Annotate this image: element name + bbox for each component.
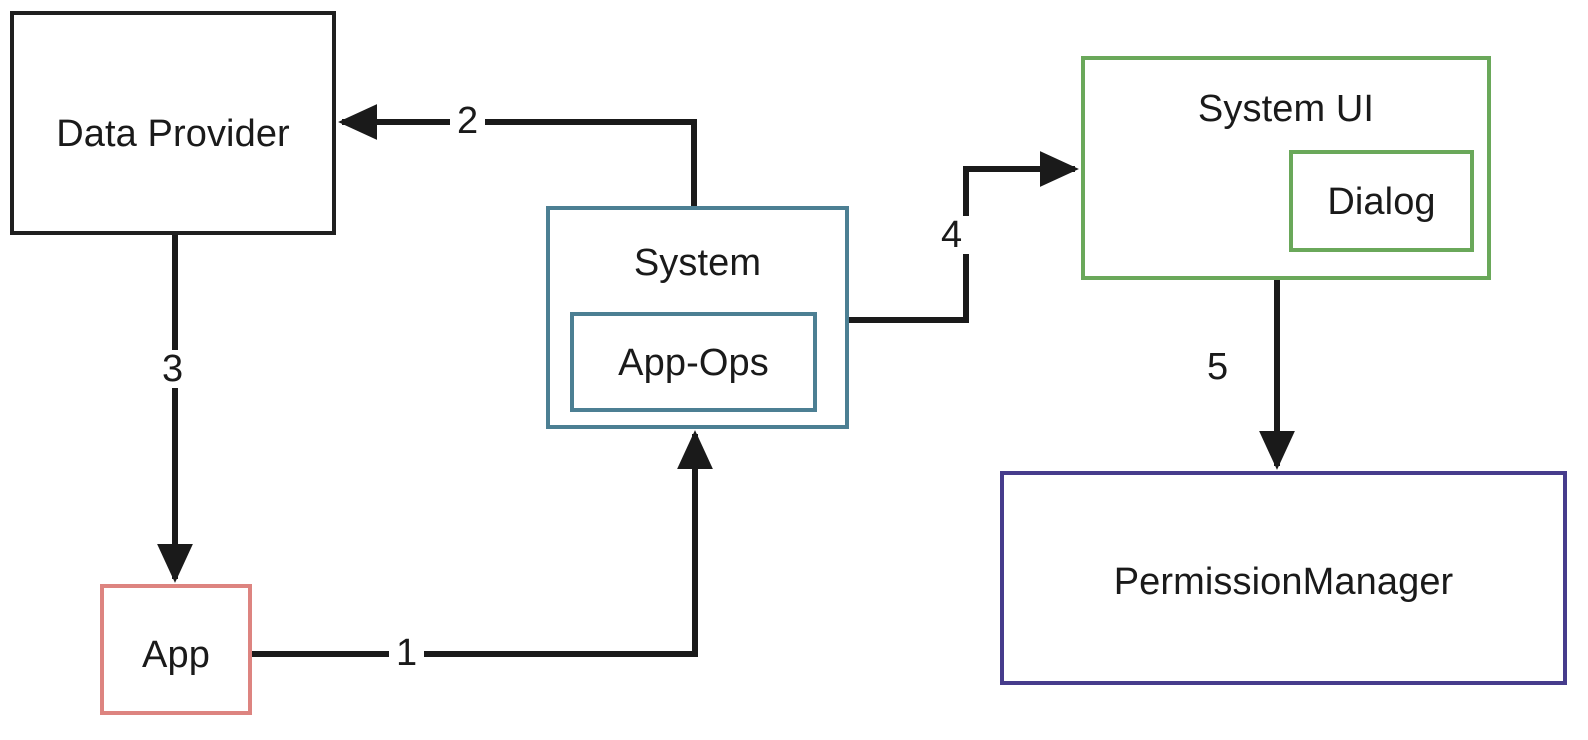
edge-label-1: 1 (389, 634, 425, 672)
node-app-ops-label: App-Ops (618, 342, 769, 384)
edge-2-path (338, 104, 697, 206)
edge-label-5: 5 (1200, 348, 1236, 386)
node-permission-manager-label: PermissionManager (1113, 561, 1454, 603)
node-app-ops[interactable]: App-Ops (570, 312, 817, 412)
node-permission-manager[interactable]: PermissionManager (1000, 471, 1567, 685)
edge-label-2: 2 (450, 102, 486, 140)
node-system-label: System (633, 242, 762, 284)
node-dialog-label: Dialog (1327, 181, 1436, 223)
node-dialog[interactable]: Dialog (1289, 150, 1474, 252)
node-data-provider-label: Data Provider (56, 113, 290, 155)
edge-1-path (252, 430, 713, 657)
node-app-label: App (142, 634, 210, 676)
edge-label-4: 4 (934, 216, 970, 254)
edge-label-3: 3 (155, 350, 191, 388)
node-data-provider[interactable]: Data Provider (10, 11, 336, 235)
node-app[interactable]: App (100, 584, 252, 715)
node-system-ui-label: System UI (1197, 88, 1375, 130)
